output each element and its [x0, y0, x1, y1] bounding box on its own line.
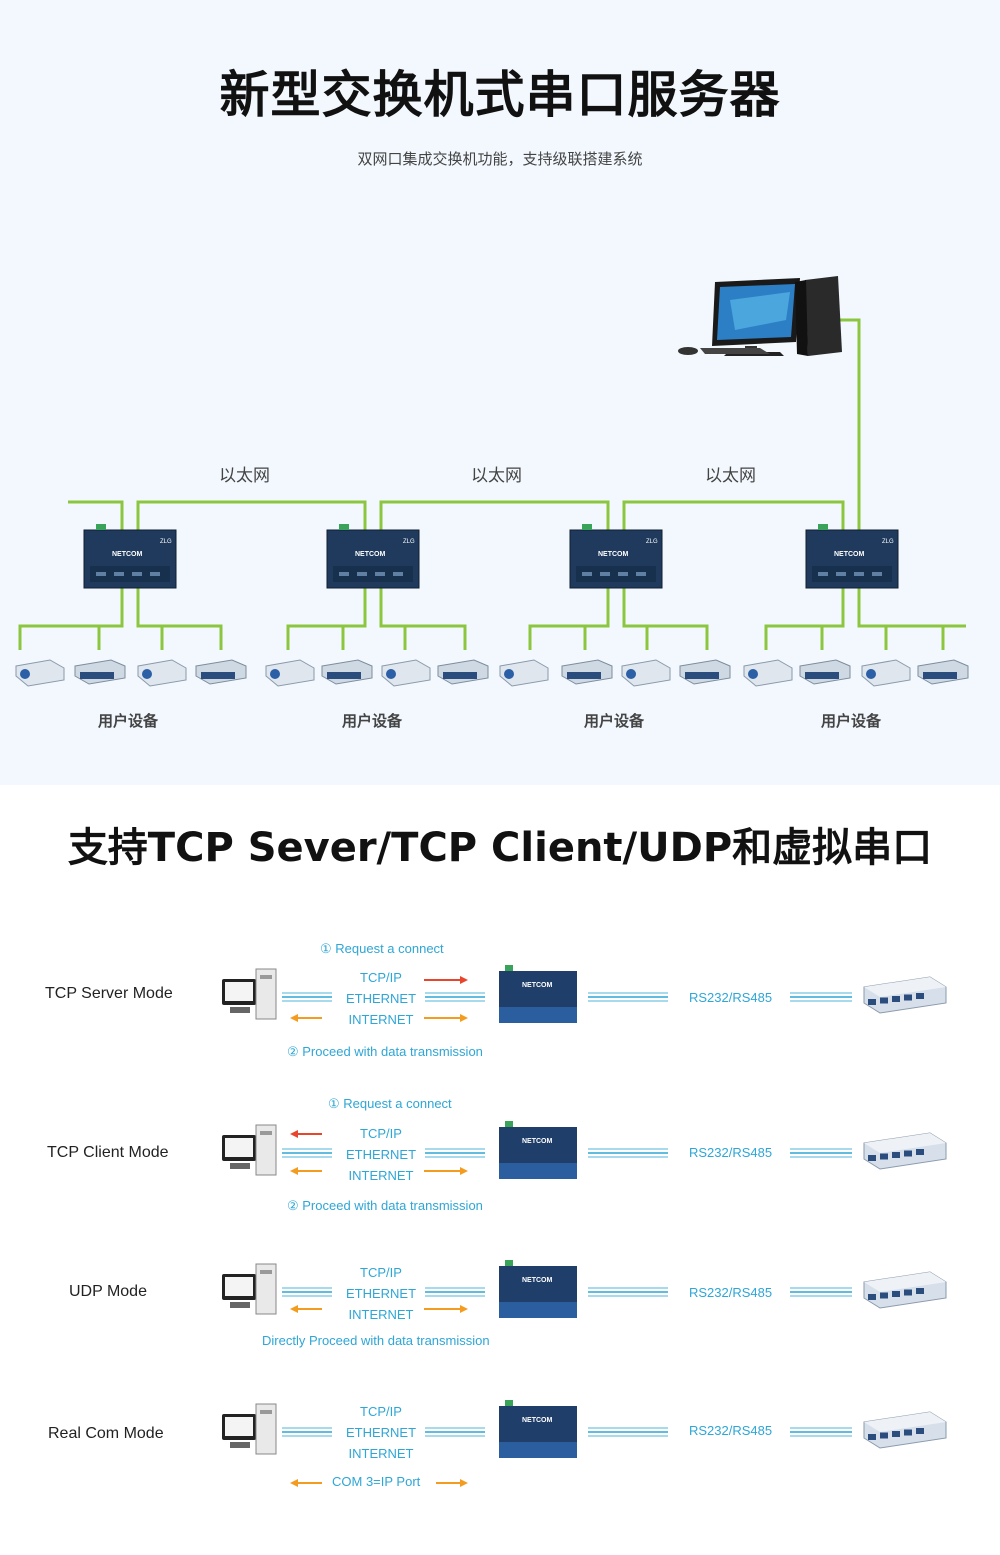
serial-server-device-2: NETCOM ZLG	[326, 524, 420, 589]
mode3-stack-tcpip: TCP/IP	[360, 1265, 402, 1280]
network-lines	[18, 318, 966, 650]
user-device-icon	[499, 659, 549, 687]
cascade-diagram: NETCOM ZLG NETCOM ZLG NETCOM ZLG NETCOM ZLG	[15, 276, 969, 687]
section-title-modes: 支持TCP Sever/TCP Client/UDP和虚拟串口	[67, 825, 933, 871]
mode4-bottom-note: COM 3=IP Port	[332, 1474, 421, 1489]
mode2-stack-internet: INTERNET	[348, 1168, 414, 1183]
ethernet-label-3: 以太网	[705, 466, 756, 486]
mode1-top-note: ① Request a connect	[320, 941, 444, 956]
section-title-switch: 新型交换机式串口服务器	[219, 66, 781, 124]
device-logo-text: ZLG	[160, 539, 172, 545]
user-device-icon	[799, 659, 851, 685]
user-device-label-1: 用户设备	[98, 712, 159, 730]
mode2-serial-label: RS232/RS485	[689, 1145, 773, 1160]
user-device-label-2: 用户设备	[342, 712, 403, 730]
cascade-section	[0, 0, 1000, 785]
mode2-stack-ethernet: ETHERNET	[345, 1147, 417, 1162]
user-device-icon	[437, 659, 489, 685]
ethernet-label-1: 以太网	[219, 466, 270, 486]
user-device-icon	[917, 659, 969, 685]
mode3-stack-ethernet: ETHERNET	[345, 1286, 417, 1301]
user-device-label-4: 用户设备	[821, 712, 882, 730]
mode3-stack: TCP/IP ETHERNET INTERNET	[336, 1262, 426, 1325]
mode1-stack-tcpip: TCP/IP	[360, 970, 402, 985]
mode2-stack: TCP/IP ETHERNET INTERNET	[336, 1123, 426, 1186]
mode1-label: TCP Server Mode	[45, 985, 173, 1002]
mode4-stack-internet: INTERNET	[348, 1446, 414, 1461]
user-device-icon	[15, 659, 65, 687]
user-device-icon	[561, 659, 613, 685]
mode4-stack: TCP/IP ETHERNET INTERNET	[336, 1401, 426, 1464]
device-logo-text: ZLG	[882, 539, 894, 545]
user-device-icon	[321, 659, 373, 685]
mode2-top-note: ① Request a connect	[328, 1096, 452, 1111]
device-logo-text: ZLG	[403, 539, 415, 545]
user-device-label-3: 用户设备	[584, 712, 645, 730]
section-subtitle-switch: 双网口集成交换机功能，支持级联搭建系统	[357, 150, 643, 168]
mode1-bottom-note: ② Proceed with data transmission	[287, 1044, 483, 1059]
device-brand-text: NETCOM	[355, 551, 386, 558]
mode1-serial-label: RS232/RS485	[689, 990, 773, 1005]
mode2-label: TCP Client Mode	[47, 1144, 169, 1161]
user-device-icon	[74, 659, 126, 685]
user-device-icon	[861, 659, 911, 687]
serial-server-device-4: NETCOM ZLG	[805, 524, 899, 589]
device-logo-text: ZLG	[646, 539, 658, 545]
user-device-icon	[621, 659, 671, 687]
mode4-stack-tcpip: TCP/IP	[360, 1404, 402, 1419]
ethernet-label-2: 以太网	[471, 466, 522, 486]
device-brand-text: NETCOM	[598, 551, 629, 558]
mode2-stack-tcpip: TCP/IP	[360, 1126, 402, 1141]
mode4-label: Real Com Mode	[48, 1425, 164, 1442]
mode3-serial-label: RS232/RS485	[689, 1285, 773, 1300]
serial-server-device-1: NETCOM ZLG	[83, 524, 177, 589]
mode3-bottom-note: Directly Proceed with data transmission	[262, 1333, 490, 1348]
user-device-icon	[265, 659, 315, 687]
mode3-stack-internet: INTERNET	[348, 1307, 414, 1322]
user-device-icon	[743, 659, 793, 687]
serial-server-device-3: NETCOM ZLG	[569, 524, 663, 589]
user-device-icon	[195, 659, 247, 685]
device-brand-text: NETCOM	[834, 551, 865, 558]
user-device-icon	[137, 659, 187, 687]
user-device-icon	[381, 659, 431, 687]
mode1-stack-ethernet: ETHERNET	[345, 991, 417, 1006]
user-device-icon	[679, 659, 731, 685]
mode4-stack-ethernet: ETHERNET	[345, 1425, 417, 1440]
mode1-stack-internet: INTERNET	[348, 1012, 414, 1027]
mode1-stack: TCP/IP ETHERNET INTERNET	[336, 967, 426, 1030]
device-brand-text: NETCOM	[112, 551, 143, 558]
mode2-bottom-note: ② Proceed with data transmission	[287, 1198, 483, 1213]
mode3-label: UDP Mode	[69, 1283, 147, 1300]
computer-icon	[678, 276, 842, 356]
mode4-serial-label: RS232/RS485	[689, 1423, 773, 1438]
